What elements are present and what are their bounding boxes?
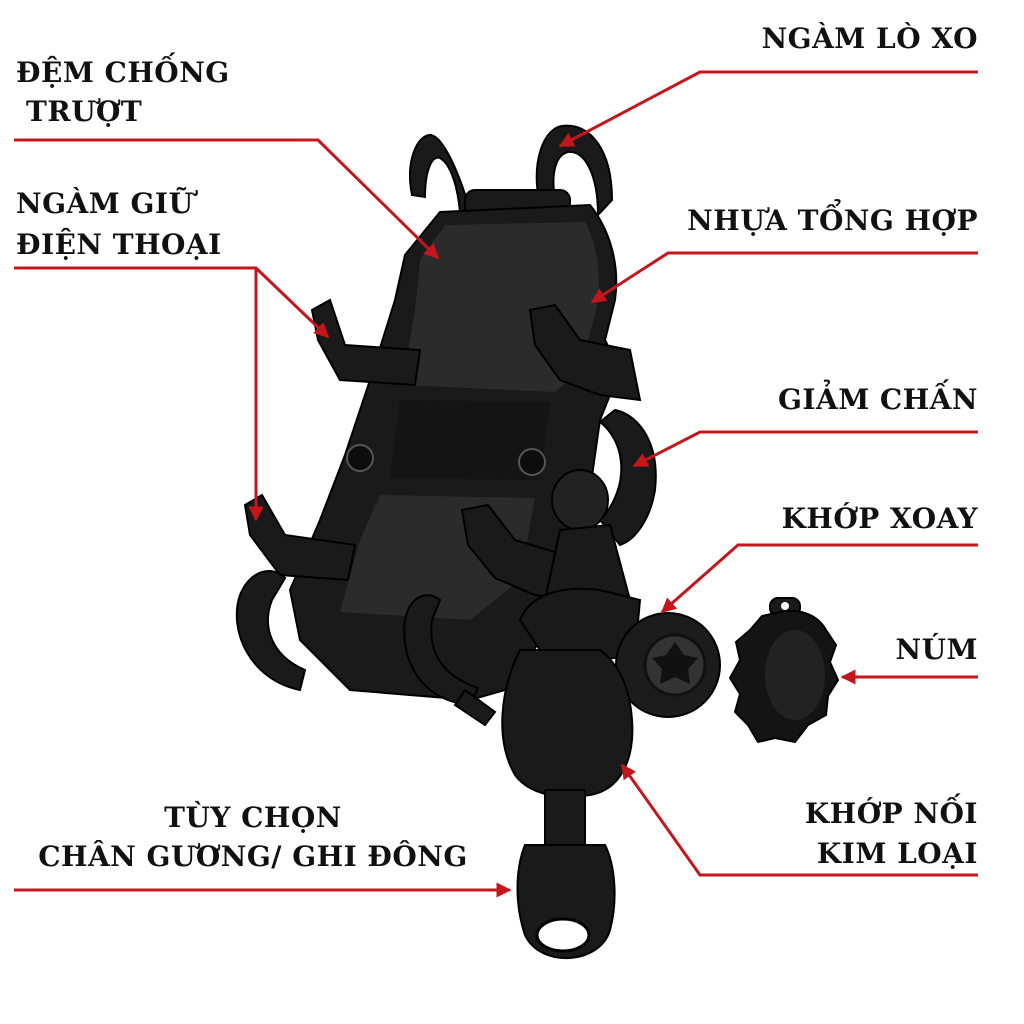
leader-ngam-lo-xo [558,70,978,148]
leader-khop-xoay [660,543,978,614]
label-dem-chong-truot-line2: TRƯỢT [26,95,142,128]
label-khop-noi-line2: KIM LOẠI [817,837,978,870]
knob-illustration [728,597,840,744]
label-tuy-chon-line1: TÙY CHỌN [164,800,342,834]
label-num: NÚM [895,632,978,666]
label-giam-chan: GIẢM CHẤN [778,379,978,416]
label-tuy-chon-line2: CHÂN GƯƠNG/ GHI ĐÔNG [38,839,468,873]
label-ngam-lo-xo: NGÀM LÒ XO [762,21,978,55]
leader-dem-chong-truot [14,138,440,260]
leader-lines [14,70,978,898]
knob-tab-hole [781,602,789,610]
label-khop-noi-line1: KHỚP NỐI [805,793,978,830]
label-nhua-tong-hop: NHỰA TỔNG HỢP [687,198,978,237]
label-ngam-giu-line2: ĐIỆN THOẠI [16,228,222,261]
top-spring-clamp-left [409,133,472,214]
swivel-socket-star [652,642,698,684]
leader-ngam-giu-upper [14,266,330,339]
label-dem-chong-truot-line1: ĐỆM CHỐNG [16,52,230,89]
grip-upper-left [310,298,422,387]
grip-upper-right [528,303,642,402]
anti-slip-pad-middle [390,400,550,480]
phone-holder-illustration [235,124,721,959]
bottom-lip [453,688,497,727]
mirror-mount-hole [535,917,591,953]
label-ngam-giu-line1: NGÀM GIỮ [16,186,198,220]
screw-hole-left [346,444,374,472]
shock-absorber-arm [598,408,657,547]
screw-hole-right [518,448,546,476]
leader-khop-noi [620,763,978,877]
grip-lower-left [243,493,357,582]
top-spring-clamp-right [535,124,614,218]
bottom-hook-left [235,570,307,692]
knob-face-highlight [765,630,825,720]
metal-connector-body [501,649,634,798]
leader-nhua-tong-hop [590,251,978,304]
bottom-hook-right [403,594,480,707]
leader-giam-chan [632,430,978,468]
ball-joint [551,469,609,531]
label-khop-xoay: KHỚP XOAY [782,501,979,535]
labels: NGÀM LÒ XO ĐỆM CHỐNG TRƯỢT NGÀM GIỮ ĐIỆN… [16,21,979,873]
metal-connector-stem [544,789,586,846]
